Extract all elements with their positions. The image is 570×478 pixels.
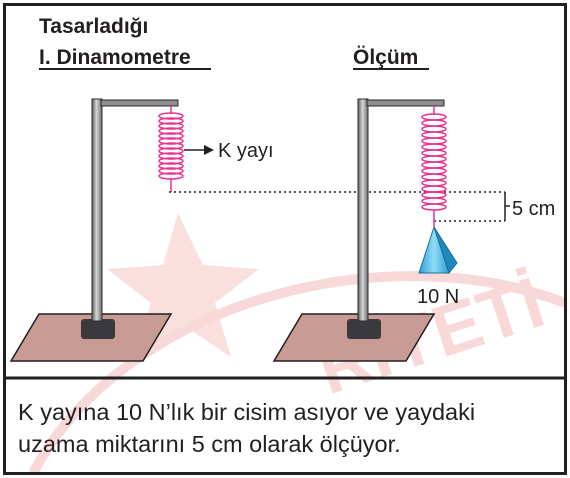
left-stand-pole bbox=[91, 98, 103, 322]
left-spring bbox=[158, 106, 184, 192]
extension-label: 5 cm bbox=[512, 198, 555, 220]
question-frame: RİYETİ Tasarladığı I. Dinamometre K yayı… bbox=[3, 3, 567, 475]
outer-border bbox=[3, 3, 567, 475]
right-pole-foot bbox=[347, 319, 381, 339]
dynamometer-figure: RİYETİ Tasarladığı I. Dinamometre K yayı… bbox=[3, 3, 567, 475]
hanging-weight bbox=[418, 225, 458, 275]
right-stand: 10 N 5 cm bbox=[272, 98, 555, 362]
weight-label: 10 N bbox=[417, 286, 459, 308]
right-stand-pole bbox=[357, 98, 369, 322]
question-caption: K yayına 10 N’lık bir cisim asıyor ve ya… bbox=[8, 387, 560, 467]
right-stand-arm bbox=[366, 99, 445, 107]
caption-line-2: uzama miktarını 5 cm olarak ölçüyor. bbox=[18, 431, 401, 457]
left-title-line1: Tasarladığı bbox=[39, 15, 148, 38]
right-title: Ölçüm bbox=[353, 46, 418, 69]
right-spring bbox=[421, 106, 447, 227]
spring-pointer-arrowhead bbox=[204, 145, 214, 155]
left-pole-foot bbox=[81, 319, 115, 339]
spring-label: K yayı bbox=[218, 140, 274, 162]
caption-line-1: K yayına 10 N’lık bir cisim asıyor ve ya… bbox=[18, 399, 476, 425]
left-title-line2: I. Dinamometre bbox=[39, 46, 191, 69]
left-stand: K yayı bbox=[9, 98, 274, 362]
left-stand-arm bbox=[100, 99, 179, 107]
